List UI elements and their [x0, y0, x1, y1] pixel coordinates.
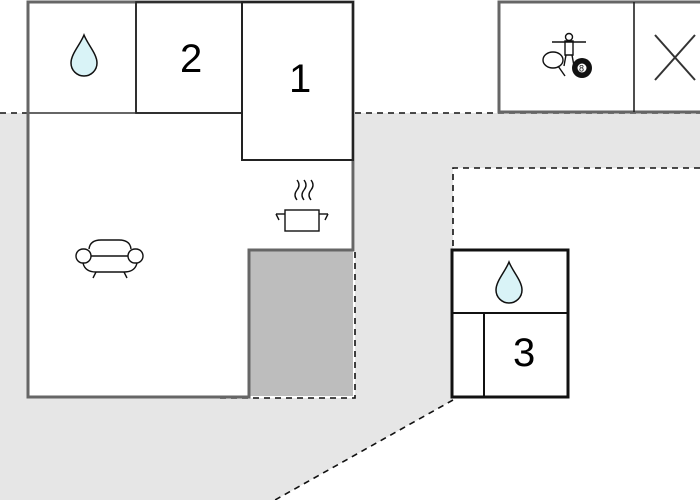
hatched-area	[249, 250, 353, 396]
room-number-2: 2	[180, 37, 202, 81]
annex-lot-dashed	[452, 167, 700, 250]
sofa-icon	[75, 239, 144, 279]
billiard-ball-number: 8	[579, 64, 584, 74]
annex-lot-dashed-lower	[274, 399, 454, 500]
table-tennis-billiards-icon: 8	[542, 32, 592, 78]
room-number-1: 1	[289, 57, 311, 101]
annex-building: 3	[450, 248, 570, 399]
hatched-area-dashed	[220, 250, 356, 399]
outbuilding: 8	[497, 0, 700, 114]
water-drop-icon	[70, 32, 98, 77]
main-house: 2 1	[26, 0, 355, 399]
room-number-3: 3	[513, 331, 535, 375]
outbuilding-outline	[497, 0, 700, 114]
bedroom-2-dark-wall	[135, 1, 243, 114]
cooking-pot-icon	[275, 179, 329, 232]
water-drop-icon	[495, 259, 523, 304]
terrace-surface	[0, 113, 700, 500]
cross-icon	[654, 34, 696, 81]
